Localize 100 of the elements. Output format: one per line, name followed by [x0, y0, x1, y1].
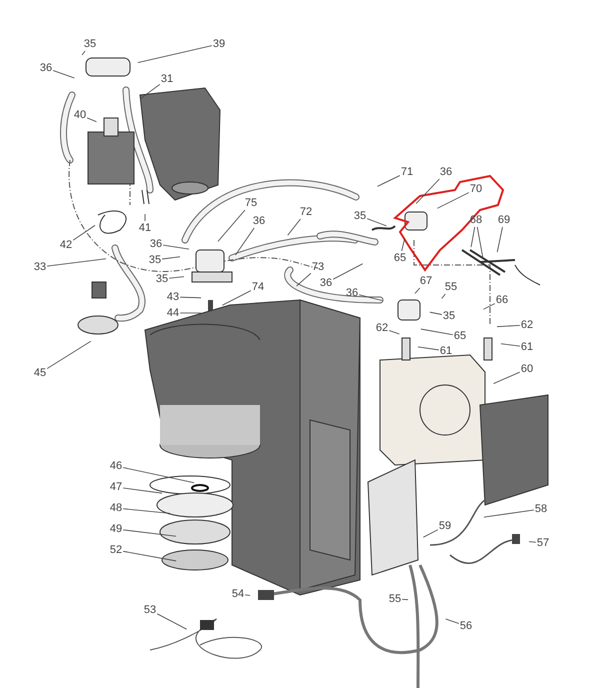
leader-line: [476, 226, 484, 258]
callout-number: 41: [138, 222, 152, 234]
callout-number: 74: [252, 281, 264, 293]
leader-line: [420, 328, 454, 336]
leader-line: [296, 272, 312, 286]
leader-line: [402, 598, 408, 600]
callout-number: 69: [498, 214, 510, 226]
callout-number: 36: [40, 62, 52, 74]
callout-number: 33: [34, 261, 46, 273]
callout-number: 71: [400, 166, 414, 178]
leader-line: [162, 256, 180, 260]
callout-number: 36: [150, 238, 162, 250]
leader-line: [180, 312, 202, 314]
callout-number: 65: [394, 252, 406, 264]
leader-line: [414, 288, 420, 294]
leader-line: [388, 330, 400, 334]
callout-number: 68: [470, 214, 482, 226]
callout-number: 43: [166, 291, 180, 303]
leader-line: [82, 50, 86, 56]
leader-line: [358, 294, 383, 301]
callout-number: 35: [148, 254, 162, 266]
leader-line: [366, 218, 387, 226]
leader-line: [86, 118, 97, 122]
leader-line: [122, 467, 195, 484]
callout-number: 36: [252, 215, 266, 227]
callout-number: 57: [536, 537, 550, 549]
callout-number: 62: [520, 319, 534, 331]
leader-line: [122, 508, 170, 514]
leader-line: [140, 84, 160, 99]
callout-number: 39: [212, 38, 226, 50]
leader-line: [46, 340, 92, 369]
leader-line: [496, 325, 520, 328]
leader-line: [244, 594, 250, 596]
callout-number: 59: [438, 520, 452, 532]
callout-number: 52: [110, 544, 122, 556]
callout-number: 58: [534, 503, 548, 515]
leader-line: [429, 312, 442, 315]
leader-line: [377, 175, 400, 187]
leader-line: [401, 238, 405, 252]
leader-line: [137, 45, 212, 64]
leader-line: [484, 510, 534, 518]
leader-line: [180, 296, 202, 298]
leader-line: [218, 210, 246, 242]
callout-number: 65: [454, 330, 466, 342]
callout-number: 46: [110, 460, 122, 472]
leader-line: [144, 214, 146, 222]
callout-number: 73: [312, 261, 324, 273]
callout-number: 42: [60, 239, 72, 251]
leader-line: [46, 258, 106, 266]
leader-line: [287, 218, 301, 236]
leader-line: [122, 550, 176, 562]
callout-number: 53: [144, 604, 156, 616]
callout-number: 67: [420, 275, 432, 287]
callout-number: 55: [444, 281, 458, 293]
callout-number: 54: [232, 588, 244, 600]
leader-line: [418, 346, 440, 350]
leader-line: [445, 618, 460, 624]
callout-number: 61: [520, 341, 534, 353]
leader-line: [500, 343, 520, 346]
callout-number: 55: [388, 593, 402, 605]
callout-number: 48: [110, 502, 122, 514]
callout-number: 31: [160, 73, 174, 85]
callout-number: 35: [354, 210, 366, 222]
leader-line: [482, 303, 496, 310]
leader-line: [52, 70, 75, 78]
leader-line: [528, 541, 536, 543]
callout-number: 44: [166, 307, 180, 319]
leader-line: [122, 529, 176, 537]
leader-line: [168, 276, 184, 279]
callout-number: 75: [244, 197, 258, 209]
leader-line: [416, 178, 440, 204]
callout-number: 40: [74, 109, 86, 121]
callout-number: 36: [440, 166, 452, 178]
leader-line: [441, 294, 446, 299]
callout-number: 36: [346, 287, 358, 299]
leader-line: [162, 244, 190, 250]
leader-line: [332, 263, 364, 280]
callout-number: 61: [440, 345, 452, 357]
leader-line: [496, 226, 503, 253]
leader-line: [122, 488, 162, 494]
callout-number: 49: [110, 523, 122, 535]
callout-number: 35: [442, 310, 456, 322]
callout-number: 47: [110, 481, 122, 493]
leader-line: [436, 192, 470, 209]
callout-number: 70: [470, 183, 482, 195]
leader-line: [470, 226, 476, 248]
leader-line: [422, 529, 438, 538]
leader-line: [222, 290, 252, 306]
callout-number: 35: [156, 273, 168, 285]
callout-number: 56: [460, 620, 472, 632]
leader-line: [493, 372, 520, 384]
leader-line: [72, 224, 96, 241]
callout-number: 36: [320, 277, 332, 289]
callout-number: 60: [520, 363, 534, 375]
callout-number: 66: [496, 294, 508, 306]
leader-line: [235, 228, 255, 256]
callout-number: 72: [300, 206, 312, 218]
callout-number: 45: [34, 367, 46, 379]
leader-line: [156, 613, 188, 630]
callout-number: 35: [84, 38, 96, 50]
